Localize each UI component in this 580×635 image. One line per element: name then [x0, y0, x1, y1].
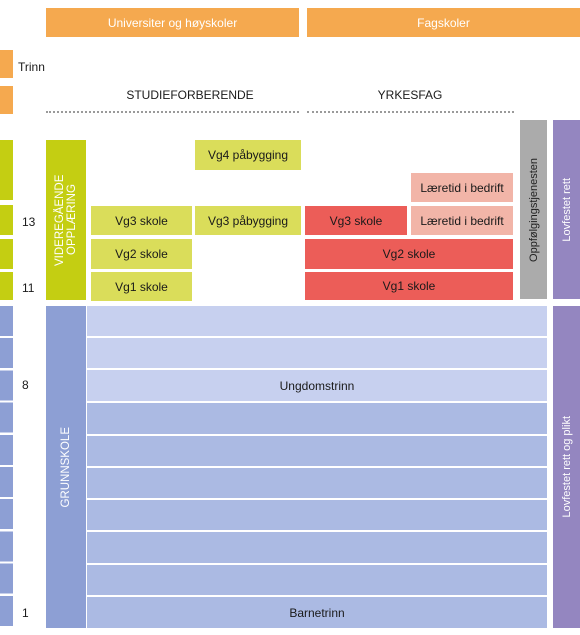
primary-stage-label: Barnetrinn	[289, 605, 345, 620]
vg1-school-academic: Vg1 skole	[91, 272, 192, 301]
trinn-label: Trinn	[18, 60, 45, 74]
grade-row-10	[87, 306, 547, 336]
statutory-right-duty-column: Lovfestet rett og plikt	[553, 306, 580, 628]
left-stub-lime-4	[0, 272, 13, 300]
grade-11: 11	[22, 281, 35, 295]
grade-8: 8	[22, 378, 29, 392]
vg2-school-academic: Vg2 skole	[91, 239, 192, 269]
statutory-right-label: Lovfestet rett	[560, 177, 573, 242]
left-stub-blue-separators	[0, 306, 13, 628]
track-academic: STUDIEFORBERENDE	[126, 88, 254, 102]
vg3-school-academic: Vg3 skole	[91, 206, 192, 235]
follow-up-service-label: Oppfølgingstjenesten	[527, 157, 540, 262]
lower-secondary-label: Ungdomstrinn	[279, 378, 355, 393]
vg3-school-vocational: Vg3 skole	[305, 206, 407, 235]
left-stub-orange-1	[0, 50, 13, 78]
grade-row-7	[87, 403, 547, 434]
grade-row-9	[87, 338, 547, 368]
grade-13: 13	[22, 215, 36, 229]
apprenticeship-lower: Læretid i bedrift	[411, 206, 513, 235]
grade-1: 1	[22, 606, 29, 620]
left-stub-lime-1	[0, 140, 13, 200]
vg2-school-vocational: Vg2 skole	[305, 239, 513, 269]
divider-vocational	[307, 111, 514, 113]
vg1-school-vocational: Vg1 skole	[305, 272, 513, 300]
grade-row-6	[87, 436, 547, 466]
grade-row-3	[87, 532, 547, 563]
grade-row-5	[87, 468, 547, 498]
left-stub-lime-2	[0, 205, 13, 235]
follow-up-service-column: Oppfølgingstjenesten	[520, 120, 547, 299]
grade-row-2	[87, 565, 547, 595]
upper-secondary-label: VIDEREGÅENDE OPPLÆRING	[54, 174, 78, 266]
track-vocational: YRKESFAG	[377, 88, 443, 102]
upper-secondary-column: VIDEREGÅENDE OPPLÆRING	[46, 140, 86, 300]
left-stub-orange-2	[0, 86, 13, 114]
statutory-right-duty-label: Lovfestet rett og plikt	[560, 416, 573, 518]
vocational-colleges-header: Fagskoler	[307, 8, 580, 37]
universities-header: Universiter og høyskoler	[46, 8, 299, 37]
grade-row-8: Ungdomstrinn	[87, 370, 547, 401]
apprenticeship-upper: Læretid i bedrift	[411, 173, 513, 202]
left-stub-lime-3	[0, 239, 13, 269]
primary-school-column: GRUNNSKOLE	[46, 306, 86, 628]
vg3-extension: Vg3 påbygging	[195, 206, 301, 235]
vg4-extension: Vg4 påbygging	[195, 140, 301, 170]
grade-row-4	[87, 500, 547, 530]
divider-academic	[46, 111, 299, 113]
primary-school-label: GRUNNSKOLE	[60, 426, 72, 508]
grade-row-1: Barnetrinn	[87, 597, 547, 628]
statutory-right-column: Lovfestet rett	[553, 120, 580, 299]
